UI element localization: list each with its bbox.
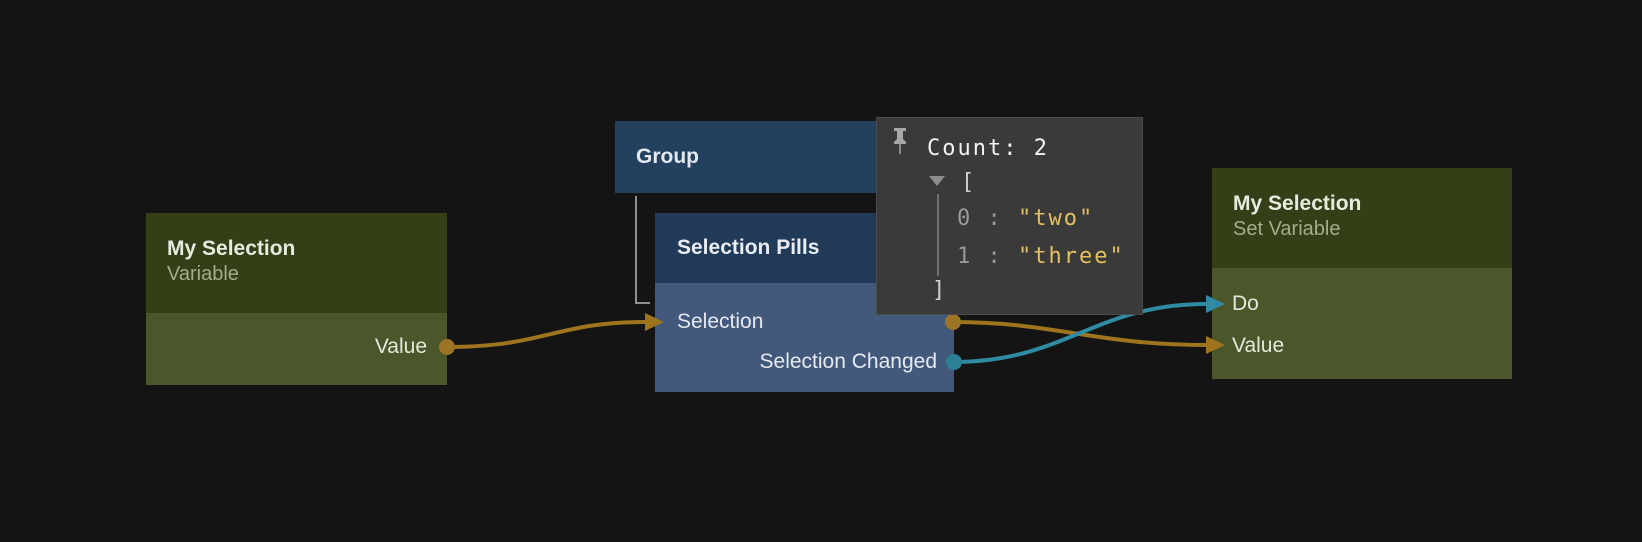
set-variable-node-header[interactable]: My Selection Set Variable [1212, 168, 1512, 268]
variable-node-subtitle: Variable [167, 263, 239, 285]
variable-node-header[interactable]: My Selection Variable [146, 213, 447, 313]
do-input-port-label: Do [1232, 292, 1259, 315]
array-open-bracket: [ [961, 170, 977, 195]
array-item-colon: : [987, 244, 1003, 269]
value-input-arrow-icon [1206, 336, 1225, 354]
group-node[interactable]: Group [615, 121, 877, 193]
selection-output-port-dot[interactable] [945, 314, 961, 330]
array-item-row: 0 : "two" [957, 206, 1094, 231]
do-input-arrow-icon [1206, 295, 1225, 313]
variable-node[interactable]: My Selection Variable Value [146, 213, 447, 385]
value-input-port-label: Value [1232, 334, 1285, 357]
array-item-value: "three" [1018, 244, 1125, 269]
group-child-connector-line [635, 196, 650, 304]
selection-pills-title: Selection Pills [677, 236, 820, 259]
array-item-colon: : [987, 206, 1003, 231]
variable-node-body: Value [146, 313, 447, 385]
selection-input-arrow-icon [645, 313, 664, 331]
array-close-bracket: ] [932, 278, 948, 303]
variable-node-title: My Selection [167, 237, 296, 260]
wire-value-to-selection[interactable] [446, 320, 646, 349]
array-item-row: 1 : "three" [957, 244, 1125, 269]
set-variable-node[interactable]: My Selection Set Variable Do Value [1212, 168, 1512, 379]
set-variable-node-subtitle: Set Variable [1233, 218, 1341, 240]
value-output-port-dot[interactable] [439, 339, 455, 355]
selection-changed-output-port-label: Selection Changed [759, 350, 937, 373]
pin-icon[interactable] [891, 128, 909, 155]
count-label: Count: 2 [927, 136, 1049, 161]
value-inspector-panel[interactable]: Count: 2 [ 0 : "two" 1 : "three" ] [876, 117, 1143, 315]
indent-guide-line [937, 194, 939, 276]
set-variable-node-title: My Selection [1233, 192, 1362, 215]
array-item-index: 0 [957, 206, 973, 231]
selection-changed-output-port-dot[interactable] [946, 354, 962, 370]
array-item-value: "two" [1018, 206, 1095, 231]
array-item-index: 1 [957, 244, 973, 269]
set-variable-node-body: Do Value [1212, 268, 1512, 379]
group-node-title: Group [636, 145, 699, 168]
wire-selection-changed-to-do[interactable] [953, 302, 1207, 364]
expander-chevron-down-icon[interactable] [929, 176, 945, 187]
selection-input-port-label: Selection [677, 310, 764, 333]
value-output-port-label: Value [374, 335, 427, 358]
